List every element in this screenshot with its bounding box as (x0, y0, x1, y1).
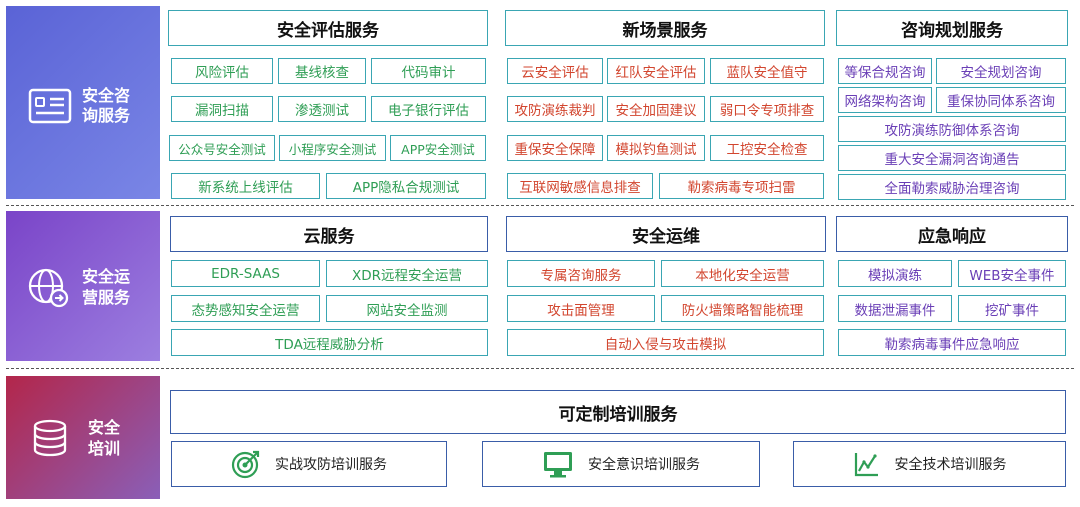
assessment-item[interactable]: 代码审计 (371, 58, 486, 84)
planning-item[interactable]: 全面勒索威胁治理咨询 (838, 174, 1066, 200)
maintenance-item[interactable]: 攻击面管理 (507, 295, 655, 322)
assessment-item[interactable]: 小程序安全测试 (279, 135, 386, 161)
training-item-label: 安全意识培训服务 (588, 457, 700, 473)
assessment-item[interactable]: 漏洞扫描 (171, 96, 273, 122)
training-item-label: 安全技术培训服务 (894, 457, 1007, 473)
ops-section-label: 安全运 营服务 (6, 211, 160, 361)
emergency-item[interactable]: 模拟演练 (838, 260, 952, 287)
assessment-item[interactable]: 风险评估 (171, 58, 273, 84)
planning-item[interactable]: 重保协同体系咨询 (936, 87, 1066, 113)
training-item-attack-defense[interactable]: 实战攻防培训服务 (171, 441, 447, 487)
cloud-item[interactable]: 网站安全监测 (326, 295, 488, 322)
ops-label-line2: 营服务 (82, 288, 131, 307)
assessment-item[interactable]: 渗透测试 (278, 96, 366, 122)
maintenance-item[interactable]: 自动入侵与攻击模拟 (507, 329, 824, 356)
ops-label-line1: 安全运 (82, 267, 131, 286)
cloud-header: 云服务 (170, 216, 488, 252)
line-chart-icon (853, 450, 881, 478)
training-item-technical[interactable]: 安全技术培训服务 (793, 441, 1066, 487)
assessment-item[interactable]: APP安全测试 (390, 135, 486, 161)
emergency-item[interactable]: 勒索病毒事件应急响应 (838, 329, 1066, 356)
planning-item[interactable]: 网络架构咨询 (838, 87, 932, 113)
database-icon (30, 418, 70, 458)
planning-item[interactable]: 等保合规咨询 (838, 58, 932, 84)
emergency-item[interactable]: 数据泄漏事件 (838, 295, 952, 322)
maintenance-item[interactable]: 防火墙策略智能梳理 (661, 295, 824, 322)
globe-arrow-icon (26, 266, 70, 310)
assessment-item[interactable]: APP隐私合规测试 (326, 173, 486, 199)
training-section-label: 安全 培训 (6, 376, 160, 499)
training-item-label: 实战攻防培训服务 (275, 457, 387, 473)
consult-section-label: 安全咨 询服务 (6, 6, 160, 199)
maintenance-header: 安全运维 (506, 216, 826, 252)
target-icon (231, 449, 261, 479)
emergency-header: 应急响应 (836, 216, 1068, 252)
assessment-item[interactable]: 公众号安全测试 (169, 135, 275, 161)
planning-item[interactable]: 攻防演练防御体系咨询 (838, 116, 1066, 142)
scenario-item[interactable]: 安全加固建议 (607, 96, 705, 122)
monitor-icon (542, 449, 574, 479)
planning-header: 咨询规划服务 (836, 10, 1068, 46)
scenario-item[interactable]: 蓝队安全值守 (710, 58, 824, 84)
scenario-item[interactable]: 互联网敏感信息排查 (507, 173, 653, 199)
scenario-item[interactable]: 模拟钓鱼测试 (607, 135, 705, 161)
section-divider (6, 205, 1074, 206)
scenario-item[interactable]: 弱口令专项排查 (710, 96, 824, 122)
planning-item[interactable]: 重大安全漏洞咨询通告 (838, 145, 1066, 171)
training-item-awareness[interactable]: 安全意识培训服务 (482, 441, 760, 487)
scenario-header: 新场景服务 (505, 10, 825, 46)
planning-item[interactable]: 安全规划咨询 (936, 58, 1066, 84)
assessment-item[interactable]: 电子银行评估 (371, 96, 486, 122)
scenario-item[interactable]: 重保安全保障 (507, 135, 603, 161)
emergency-item[interactable]: WEB安全事件 (958, 260, 1066, 287)
training-label-line2: 培训 (88, 439, 121, 458)
section-divider (6, 368, 1074, 369)
id-card-icon (28, 88, 72, 124)
scenario-item[interactable]: 勒索病毒专项扫雷 (659, 173, 824, 199)
assessment-item[interactable]: 基线核查 (278, 58, 366, 84)
maintenance-item[interactable]: 本地化安全运营 (661, 260, 824, 287)
assessment-header: 安全评估服务 (168, 10, 488, 46)
emergency-item[interactable]: 挖矿事件 (958, 295, 1066, 322)
scenario-item[interactable]: 工控安全检查 (710, 135, 824, 161)
consult-label-line1: 安全咨 (82, 86, 131, 105)
cloud-item[interactable]: XDR远程安全运营 (326, 260, 488, 287)
scenario-item[interactable]: 攻防演练裁判 (507, 96, 603, 122)
cloud-item[interactable]: EDR-SAAS (171, 260, 320, 287)
cloud-item[interactable]: 态势感知安全运营 (171, 295, 320, 322)
assessment-item[interactable]: 新系统上线评估 (171, 173, 320, 199)
scenario-item[interactable]: 红队安全评估 (607, 58, 705, 84)
scenario-item[interactable]: 云安全评估 (507, 58, 603, 84)
maintenance-item[interactable]: 专属咨询服务 (507, 260, 655, 287)
consult-label-line2: 询服务 (82, 106, 131, 125)
training-label-line1: 安全 (88, 418, 121, 437)
training-header: 可定制培训服务 (170, 390, 1066, 434)
cloud-item[interactable]: TDA远程威胁分析 (171, 329, 488, 356)
